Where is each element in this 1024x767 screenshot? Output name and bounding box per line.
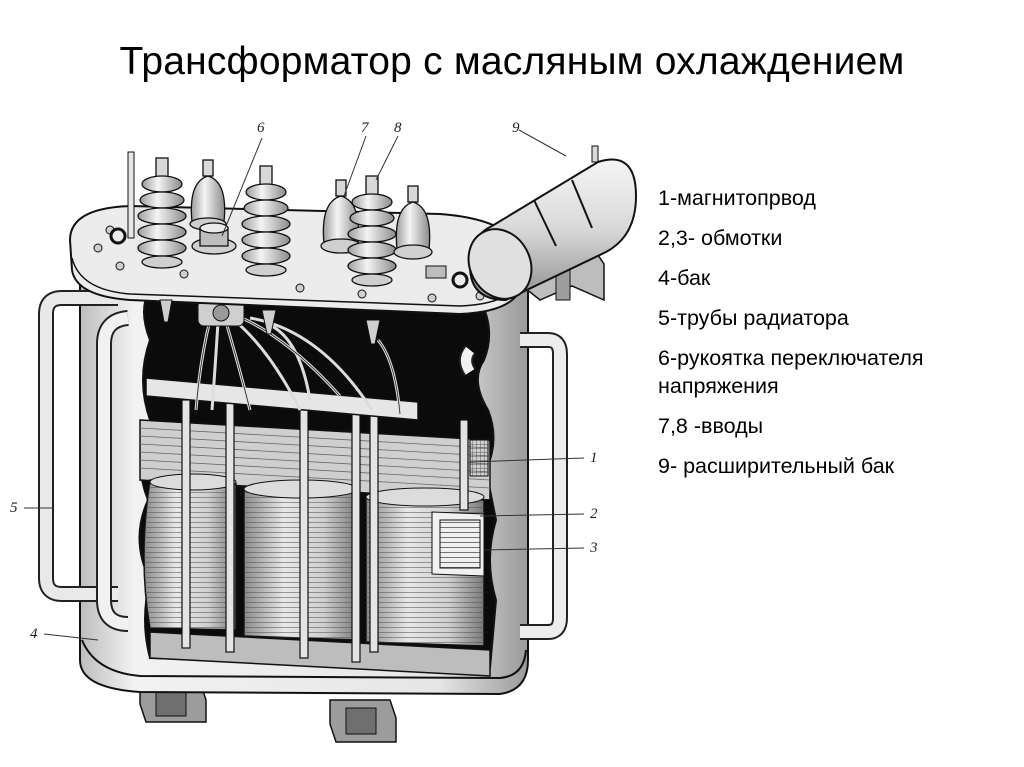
inner-insulators [159, 299, 381, 345]
callout-1: 1 [590, 450, 598, 466]
expansion-tank [467, 145, 638, 302]
legend-item-windings: 2,3- обмотки [658, 226, 783, 250]
bushing-tall-left [137, 157, 187, 269]
bushing-cone-right [393, 185, 433, 260]
callout-leaders [24, 129, 585, 641]
bushings [137, 157, 433, 287]
tap-changer-handle [191, 222, 237, 255]
callout-2: 2 [590, 506, 598, 522]
tie-rods [181, 399, 469, 663]
callout-4: 4 [30, 626, 38, 642]
legend: 1-магнитопрвод 2,3- обмотки 4-бак 5-труб… [658, 184, 1018, 492]
callout-6: 6 [257, 120, 265, 136]
legend-item-expansion-tank: 9- расширительный бак [658, 454, 895, 478]
coil-right [365, 487, 485, 647]
radiator-tubes [38, 290, 568, 640]
callout-7: 7 [361, 120, 370, 136]
tap-changer-mechanism [197, 299, 245, 327]
bushing-cone-1 [189, 159, 227, 231]
callout-8: 8 [394, 120, 402, 136]
slide-title: Трансформатор с масляным охлаждением [119, 40, 905, 83]
lid-pipe [127, 151, 135, 239]
windings [143, 473, 485, 647]
lead-outlines [195, 317, 401, 415]
legend-item-tap-changer: 6-рукоятка переключателя напряжения [658, 346, 924, 398]
callout-9: 9 [512, 120, 520, 136]
callout-3: 3 [589, 540, 598, 556]
tank-lid [68, 204, 526, 316]
bushing-tall-middle [241, 165, 291, 277]
bushing-8 [347, 175, 397, 287]
transformer-diagram: 6 7 8 9 1 2 3 5 4 [10, 120, 638, 743]
legend-item-tank: 4-бак [658, 266, 711, 290]
legend-item-core: 1-магнитопрвод [658, 186, 816, 210]
legend-item-radiator: 5-трубы радиатора [658, 306, 849, 330]
legend-item-bushings: 7,8 -вводы [658, 414, 764, 438]
callout-5: 5 [10, 500, 18, 516]
